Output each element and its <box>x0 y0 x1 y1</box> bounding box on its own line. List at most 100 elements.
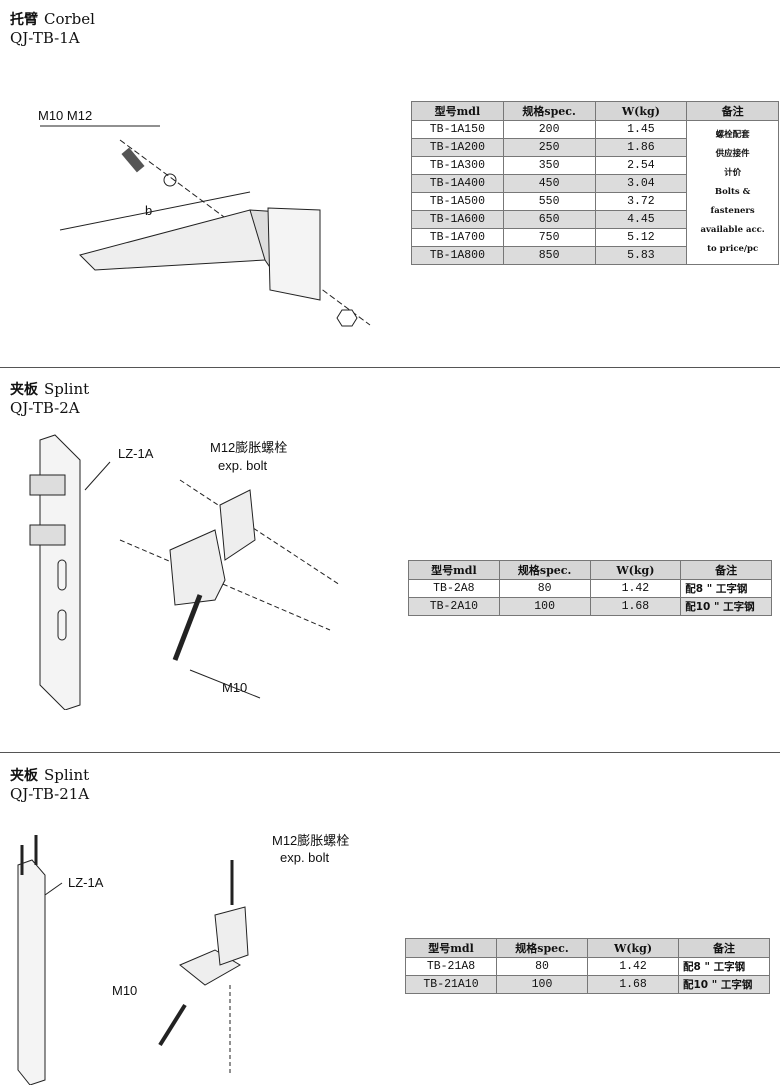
table-cell: 3.04 <box>594 174 688 193</box>
table-cell: TB-2A8 <box>408 579 500 598</box>
title-en: Splint <box>44 766 90 784</box>
splint-21a-drawing: LZ-1A M12膨胀螺栓 exp. bolt M10 <box>17 833 349 1085</box>
table-cell: TB-1A200 <box>411 138 504 157</box>
title-en: Corbel <box>44 10 95 28</box>
title-en: Splint <box>44 380 90 398</box>
table-cell: 100 <box>498 597 591 616</box>
remarks-line: to price/pc <box>707 244 759 254</box>
dimension-label: b <box>145 203 152 218</box>
section-divider <box>0 367 780 368</box>
column-header: 型号mdl <box>411 101 504 121</box>
table-cell: TB-1A800 <box>411 246 504 265</box>
corbel-drawing: M10 M12 b <box>38 108 371 327</box>
bolt-label-en: exp. bolt <box>280 850 330 865</box>
table-cell: 100 <box>496 975 588 994</box>
remarks-cell: 螺栓配套供应接件计价 Bolts & fasteners available acc.… <box>686 120 779 265</box>
table-cell: TB-1A600 <box>411 210 504 229</box>
table-cell: TB-1A700 <box>411 228 504 247</box>
column-header: 型号mdl <box>408 560 500 580</box>
title-cn: 夹板 <box>10 768 38 784</box>
rail-label: LZ-1A <box>68 875 104 890</box>
column-header: 备注 <box>686 101 779 121</box>
table-cell: 550 <box>502 192 596 211</box>
table-cell: 200 <box>502 120 596 139</box>
remarks-line: 计价 <box>724 168 742 178</box>
product-code: QJ-TB-2A <box>10 399 80 417</box>
bolt-label-cn: M12膨胀螺栓 <box>210 440 287 455</box>
column-header: W(kg) <box>587 938 679 958</box>
table-cell: 5.83 <box>594 246 688 265</box>
rail-label: LZ-1A <box>118 446 154 461</box>
table-cell: 80 <box>498 579 591 598</box>
column-header: 备注 <box>680 560 772 580</box>
remarks-cell: 配8 " 工字钢 <box>678 957 770 976</box>
table-cell: 3.72 <box>594 192 688 211</box>
column-header: 型号mdl <box>405 938 497 958</box>
table-cell: 2.54 <box>594 156 688 175</box>
splint-drawing: LZ-1A M12膨胀螺栓 exp. bolt M10 <box>29 434 341 710</box>
column-header: 规格spec. <box>498 560 591 580</box>
table-cell: 750 <box>502 228 596 247</box>
remarks-line: Bolts & <box>714 187 751 197</box>
section-divider <box>0 752 780 753</box>
title-cn: 夹板 <box>10 382 38 398</box>
table-cell: 1.68 <box>587 975 679 994</box>
table-cell: 1.86 <box>594 138 688 157</box>
remarks-cell: 配10 " 工字钢 <box>678 975 770 994</box>
remarks-line: fasteners <box>710 206 755 216</box>
table-cell: 5.12 <box>594 228 688 247</box>
table-cell: TB-21A8 <box>405 957 497 976</box>
remarks-cell: 配8 " 工字钢 <box>680 579 772 598</box>
remarks-cell: 配10 " 工字钢 <box>680 597 772 616</box>
column-header: 规格spec. <box>496 938 588 958</box>
remarks-line: 供应接件 <box>715 149 750 159</box>
table-cell: TB-1A500 <box>411 192 504 211</box>
small-bolt-label: M10 <box>112 983 137 998</box>
table-cell: 1.42 <box>589 579 682 598</box>
bolt-label-cn: M12膨胀螺栓 <box>272 833 349 848</box>
product-code: QJ-TB-21A <box>10 785 90 803</box>
column-header: W(kg) <box>594 101 688 121</box>
table-cell: 80 <box>496 957 588 976</box>
column-header: 备注 <box>678 938 770 958</box>
table-cell: TB-2A10 <box>408 597 500 616</box>
title-cn: 托臂 <box>10 12 38 28</box>
table-cell: 650 <box>502 210 596 229</box>
bolt-label-en: exp. bolt <box>218 458 268 473</box>
section-title-splint: 夹板 Splint <box>10 380 89 399</box>
table-cell: 1.45 <box>594 120 688 139</box>
table-cell: TB-21A10 <box>405 975 497 994</box>
bolt-label: M10 M12 <box>38 108 92 123</box>
section-title-splint: 夹板 Splint <box>10 766 89 785</box>
table-cell: 350 <box>502 156 596 175</box>
table-cell: TB-1A150 <box>411 120 504 139</box>
column-header: 规格spec. <box>502 101 596 121</box>
table-cell: 1.68 <box>589 597 682 616</box>
table-cell: 850 <box>502 246 596 265</box>
remarks-line: 螺栓配套 <box>715 130 750 140</box>
product-code: QJ-TB-1A <box>10 29 80 47</box>
table-cell: 250 <box>502 138 596 157</box>
table-cell: TB-1A300 <box>411 156 504 175</box>
section-title-corbel: 托臂 Corbel <box>10 10 95 29</box>
remarks-line: available acc. <box>700 225 765 235</box>
table-cell: 4.45 <box>594 210 688 229</box>
column-header: W(kg) <box>589 560 682 580</box>
table-cell: 450 <box>502 174 596 193</box>
table-cell: TB-1A400 <box>411 174 504 193</box>
